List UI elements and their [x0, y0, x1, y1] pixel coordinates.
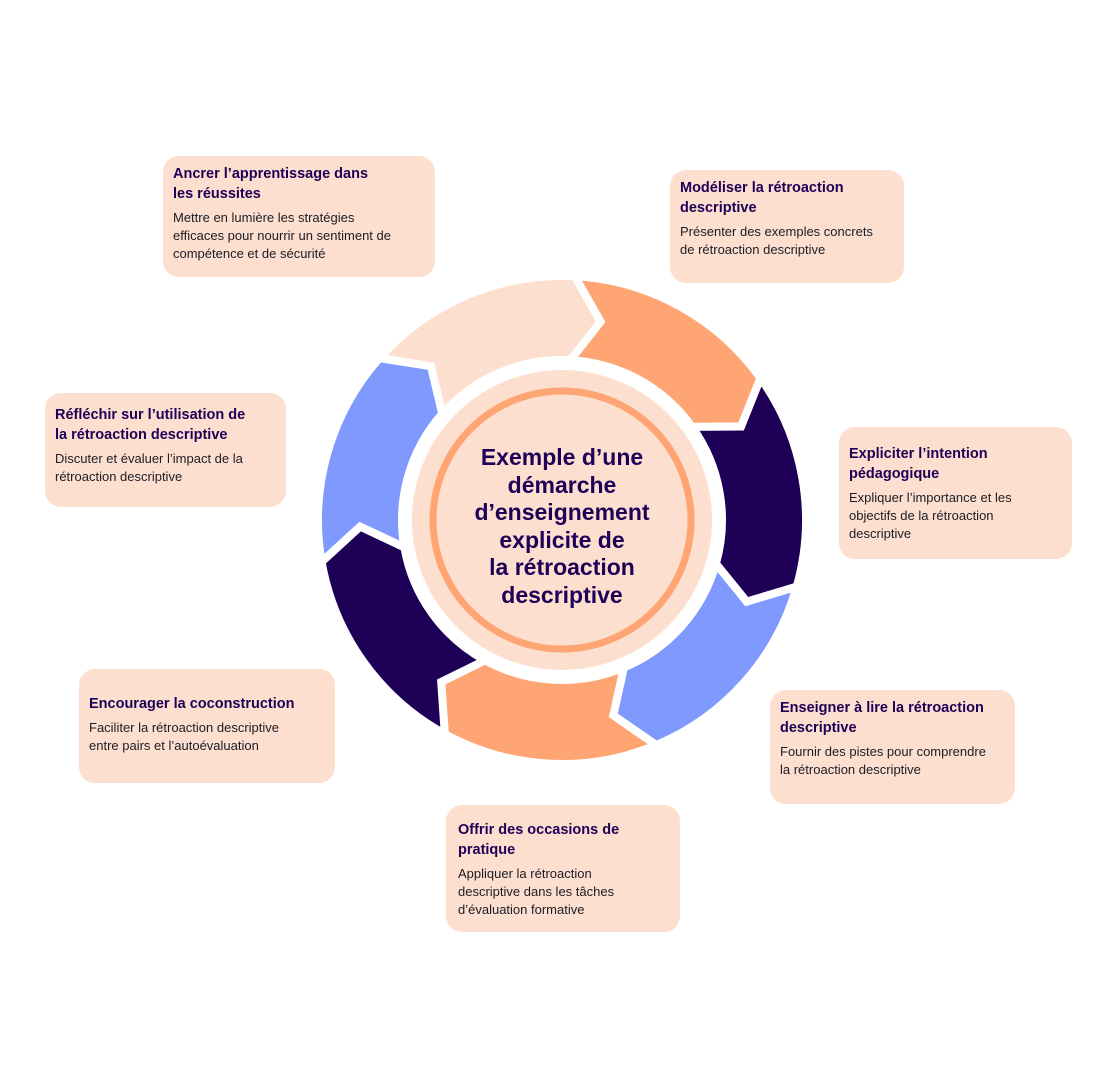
- cycle-arrow-segment: [371, 271, 606, 423]
- center-title: Exemple d’une démarche d’enseignement ex…: [474, 444, 650, 608]
- step-modeliser: Modéliser la rétroaction descriptive Pré…: [670, 170, 904, 283]
- step-reflechir: Réfléchir sur l’utilisation de la rétroa…: [45, 393, 286, 507]
- step-description: Faciliter la rétroaction descriptive ent…: [89, 720, 280, 753]
- step-title: Encourager la coconstruction: [89, 696, 295, 712]
- step-title: Réfléchir sur l’utilisation de la rétroa…: [55, 407, 246, 443]
- step-ancrer: Ancrer l’apprentissage dans les réussite…: [163, 156, 435, 277]
- step-title: Modéliser la rétroaction descriptive: [680, 180, 844, 216]
- step-description: Discuter et évaluer l’impact de la rétro…: [55, 451, 243, 484]
- step-encourager: Encourager la coconstruction Faciliter l…: [79, 669, 335, 783]
- step-offrir: Offrir des occasions de pratique Appliqu…: [446, 805, 680, 932]
- step-description: Mettre en lumière les stratégies efficac…: [173, 210, 391, 261]
- step-description: Présenter des exemples concrets de rétro…: [680, 224, 873, 257]
- step-title: Ancrer l’apprentissage dans les réussite…: [173, 166, 369, 202]
- step-description: Expliquer l’importance et les objectifs …: [849, 490, 1012, 541]
- step-title: Enseigner à lire la rétroaction descript…: [780, 700, 984, 736]
- step-title: Expliciter l’intention pédagogique: [849, 446, 988, 482]
- step-description: Appliquer la rétroaction descriptive dan…: [458, 866, 615, 917]
- step-title: Offrir des occasions de pratique: [458, 822, 620, 858]
- step-description: Fournir des pistes pour comprendre la ré…: [780, 744, 986, 777]
- step-enseigner: Enseigner à lire la rétroaction descript…: [770, 690, 1015, 804]
- center-ring: [429, 387, 695, 653]
- step-expliciter: Expliciter l’intention pédagogique Expli…: [839, 427, 1072, 559]
- center-disc: [412, 370, 712, 670]
